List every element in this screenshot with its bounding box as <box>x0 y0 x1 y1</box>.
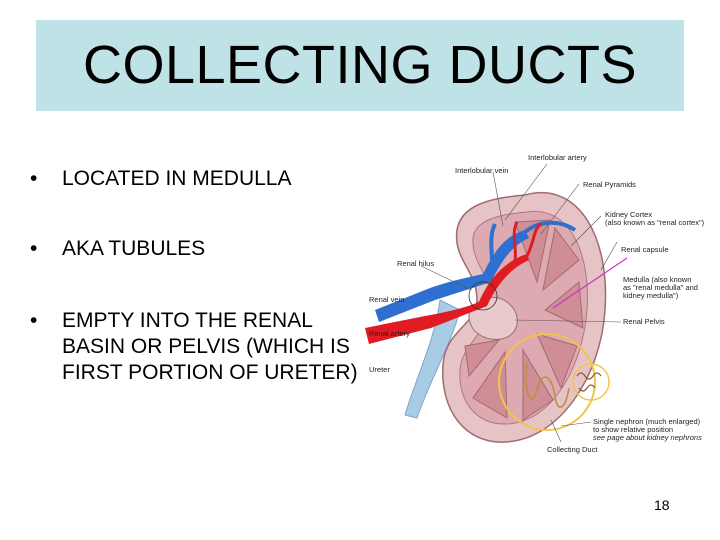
label-collecting-duct: Collecting Duct <box>547 445 598 454</box>
leader-line <box>504 163 548 221</box>
leader-line <box>540 183 580 235</box>
label-medulla: Medulla (also known <box>623 275 692 284</box>
renal-pyramid <box>464 339 501 378</box>
leader-line <box>492 171 504 227</box>
renal-artery <box>365 254 529 344</box>
vein-branch <box>523 220 577 234</box>
nephron-circle <box>572 363 610 401</box>
leader-line <box>570 215 602 247</box>
label-medulla-3: kidney medulla") <box>623 291 679 300</box>
label-kidney-cortex: Kidney Cortex <box>605 210 653 219</box>
label-single-nephron-3: see page about kidney nephrons <box>593 433 702 442</box>
leader-line <box>514 319 622 323</box>
leader-line <box>550 419 562 443</box>
label-single-nephron-2: to show relative position <box>593 425 674 434</box>
bullet-text: LOCATED IN MEDULLA <box>62 167 292 190</box>
label-renal-pelvis: Renal Pelvis <box>623 317 665 326</box>
slide-title: COLLECTING DUCTS <box>82 35 638 95</box>
artery-branch <box>525 222 543 257</box>
kidney-illustration <box>365 163 628 443</box>
title-banner: COLLECTING DUCTS <box>36 20 684 111</box>
bullet-marker: • <box>30 309 38 332</box>
bullet-marker: • <box>30 167 38 190</box>
capsule-pointer <box>552 257 628 309</box>
leader-line <box>560 421 592 427</box>
label-ureter: Ureter <box>369 365 390 374</box>
bullet-text: EMPTY INTO THE RENAL BASIN OR PELVIS (WH… <box>62 309 358 384</box>
renal-pyramid <box>472 350 508 419</box>
leader-line <box>600 241 618 271</box>
label-single-nephron: Single nephron (much enlarged) <box>593 417 701 426</box>
bullet-marker: • <box>30 237 38 260</box>
label-renal-artery: Renal artery <box>369 329 410 338</box>
leader-line <box>420 265 472 291</box>
label-kidney-cortex-note: (also known as "renal cortex") <box>605 218 705 227</box>
nephron-circle <box>498 333 596 431</box>
hilus-marker <box>468 281 498 311</box>
vein-branch <box>489 223 497 281</box>
renal-pyramid <box>542 226 580 292</box>
nephron-coil <box>576 372 602 392</box>
renal-pyramid <box>536 333 578 390</box>
label-medulla-2: as "renal medulla" and <box>623 283 698 292</box>
label-renal-hilus: Renal hilus <box>397 259 435 268</box>
label-interlobular-artery: Interlobular artery <box>528 153 587 162</box>
label-renal-vein: Renal vein <box>369 295 405 304</box>
renal-vein <box>375 230 529 322</box>
label-interlobular-vein: Interlobular vein <box>455 166 509 175</box>
kidney-diagram: Interlobular artery Interlobular vein Re… <box>365 150 720 460</box>
label-renal-capsule: Renal capsule <box>621 245 669 254</box>
artery-branch <box>512 221 519 263</box>
ureter-shape <box>404 299 461 419</box>
page-number: 18 <box>654 497 670 513</box>
nephron-loop <box>525 361 570 408</box>
label-renal-pyramids: Renal Pyramids <box>583 180 636 189</box>
bullet-text: AKA TUBULES <box>62 237 206 260</box>
